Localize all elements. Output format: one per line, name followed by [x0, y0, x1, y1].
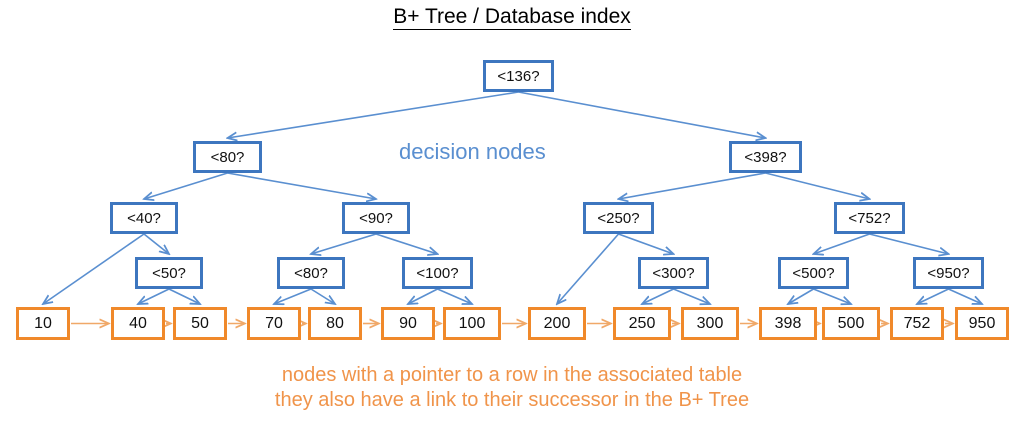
page-title-text: B+ Tree / Database index	[393, 5, 631, 30]
node-label: <752?	[848, 209, 891, 227]
edge-n80b-to-l70	[274, 288, 312, 304]
node-label: <136?	[497, 67, 540, 85]
decision-node-n100[interactable]: <100?	[402, 257, 473, 289]
leaf-node-l90[interactable]: 90	[381, 307, 435, 340]
leaf-node-l300[interactable]: 300	[681, 307, 739, 340]
leaf-node-l500[interactable]: 500	[822, 307, 880, 340]
leaf-nodes-caption: nodes with a pointer to a row in the ass…	[0, 363, 1024, 413]
edge-n100-to-l90	[408, 288, 438, 304]
edge-n752-to-n950	[869, 233, 949, 254]
edge-n950-to-l752	[917, 288, 949, 304]
edge-n752-to-n500	[814, 233, 870, 254]
node-label: <80?	[294, 264, 328, 282]
node-label: 398	[774, 314, 802, 332]
edge-n100-to-l100	[437, 288, 473, 304]
edge-n136-to-n80a	[228, 91, 519, 138]
edge-n950-to-l950	[948, 288, 983, 304]
leaf-node-l40[interactable]: 40	[111, 307, 165, 340]
node-label: <40?	[127, 209, 161, 227]
node-label: <50?	[152, 264, 186, 282]
decision-node-n80b[interactable]: <80?	[277, 257, 345, 289]
edge-n80a-to-n40	[144, 172, 228, 199]
edge-n500-to-l398	[788, 288, 814, 304]
edge-n300-to-l250	[642, 288, 674, 304]
leaf-node-l250[interactable]: 250	[613, 307, 671, 340]
edge-n500-to-l500	[813, 288, 852, 304]
node-label: 752	[903, 314, 931, 332]
edge-n40-to-n50	[143, 233, 169, 254]
decision-node-n40[interactable]: <40?	[110, 202, 178, 234]
node-label: <950?	[927, 264, 970, 282]
leaf-caption-line-2: they also have a link to their successor…	[274, 389, 750, 411]
node-label: <250?	[597, 209, 640, 227]
node-label: 70	[265, 314, 283, 332]
decision-node-n50[interactable]: <50?	[135, 257, 203, 289]
edge-n90-to-n80b	[311, 233, 377, 254]
leaf-node-l10[interactable]: 10	[16, 307, 70, 340]
decision-nodes-label: decision nodes	[399, 139, 546, 164]
node-label: 200	[543, 314, 571, 332]
leaf-node-l70[interactable]: 70	[247, 307, 301, 340]
node-label: 50	[191, 314, 209, 332]
edge-n398-to-n752	[765, 172, 870, 199]
leaf-node-l50[interactable]: 50	[173, 307, 227, 340]
node-label: 250	[628, 314, 656, 332]
edge-n50-to-l40	[138, 288, 170, 304]
decision-node-n752[interactable]: <752?	[834, 202, 905, 234]
leaf-node-l950[interactable]: 950	[955, 307, 1009, 340]
decision-node-n136[interactable]: <136?	[483, 60, 554, 92]
leaf-node-l80[interactable]: 80	[308, 307, 362, 340]
leaf-caption-line-1: nodes with a pointer to a row in the ass…	[281, 364, 743, 386]
edge-n50-to-l50	[168, 288, 200, 304]
edge-n90-to-n100	[375, 233, 438, 254]
node-label: <90?	[359, 209, 393, 227]
node-label: <80?	[210, 148, 245, 166]
decision-node-n950[interactable]: <950?	[913, 257, 984, 289]
node-label: 300	[696, 314, 724, 332]
decision-node-n398[interactable]: <398?	[729, 141, 802, 173]
edge-n80b-to-l80	[310, 288, 335, 304]
edge-n250-to-l200	[557, 233, 620, 304]
page-title: B+ Tree / Database index	[0, 5, 1024, 30]
decision-node-n250[interactable]: <250?	[583, 202, 654, 234]
node-label: 40	[129, 314, 147, 332]
edge-n80a-to-n90	[227, 172, 377, 199]
decision-node-n300[interactable]: <300?	[638, 257, 709, 289]
edge-n300-to-l300	[673, 288, 711, 304]
node-label: 90	[399, 314, 417, 332]
leaf-node-l752[interactable]: 752	[890, 307, 944, 340]
edge-n136-to-n398	[518, 91, 766, 138]
node-label: 10	[34, 314, 52, 332]
node-label: 950	[968, 314, 996, 332]
node-label: 100	[458, 314, 486, 332]
decision-node-n90[interactable]: <90?	[342, 202, 410, 234]
decision-node-n80a[interactable]: <80?	[193, 141, 262, 173]
node-label: <100?	[416, 264, 459, 282]
edge-n398-to-n250	[619, 172, 766, 199]
leaf-node-l100[interactable]: 100	[443, 307, 501, 340]
edge-n250-to-n300	[618, 233, 674, 254]
node-label: 500	[837, 314, 865, 332]
node-label: <300?	[652, 264, 695, 282]
node-label: <398?	[744, 148, 787, 166]
leaf-node-l200[interactable]: 200	[528, 307, 586, 340]
edge-n40-to-l10	[43, 233, 145, 304]
node-label: 80	[326, 314, 344, 332]
decision-node-n500[interactable]: <500?	[778, 257, 849, 289]
node-label: <500?	[792, 264, 835, 282]
leaf-node-l398[interactable]: 398	[759, 307, 817, 340]
